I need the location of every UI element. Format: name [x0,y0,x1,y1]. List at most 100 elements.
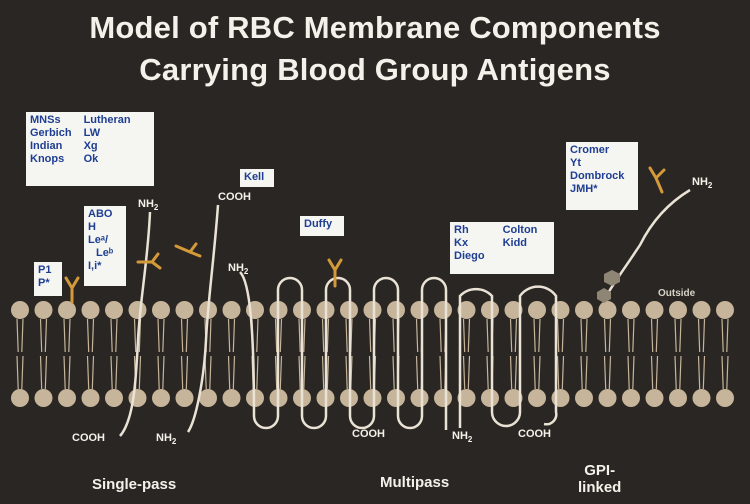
lipid-tail [209,355,212,390]
lipid-head-inner [528,389,546,407]
lipid-tail [514,355,518,390]
lipid-tail [345,355,348,390]
lipid-tail [39,355,43,390]
gpi-linked-protein [602,188,691,301]
category-single-pass: Single-pass [92,476,177,493]
lipid-tail [21,355,24,390]
lipid-tail [580,318,583,353]
cooh-terminus-label: COOH [518,428,551,440]
cooh-terminus-label: COOH [218,191,251,203]
lipid-tail [63,318,66,353]
lipid-tail [392,318,395,353]
lipid-tail [538,318,541,353]
antigen-label: Kell [244,171,265,183]
antigen-box-gpi-linked: Cromer Yt Dombrock JMH* [566,142,638,210]
lipid-tail [632,355,635,390]
lipid-bilayer [11,301,734,407]
lipid-tail [514,318,518,353]
antigen-label: Xg [83,140,98,152]
lipid-tail [162,318,165,353]
lipid-tail [298,318,301,353]
lipid-tail [256,318,259,353]
lipid-head-outer [11,301,29,319]
lipid-head-inner [222,389,241,407]
lipid-tail [91,318,95,353]
lipid-head-inner [622,389,640,407]
lipid-tail [650,318,654,353]
title-line-1: Model of RBC Membrane Components [89,10,661,45]
lipid-tail [556,355,560,390]
lipid-head-outer [645,301,664,319]
lipid-head-outer [105,301,123,319]
lipid-head-outer [551,301,570,319]
lipid-tail [702,318,706,353]
lipid-head-outer [222,301,241,319]
lipid-tail [68,355,71,390]
antigen-label: Colton [502,224,538,236]
lipid-tail [650,355,654,390]
lipid-head-inner [58,389,76,407]
lipid-head-inner [551,389,570,407]
lipid-head-inner [363,389,382,407]
lipid-tail [509,355,513,390]
lipid-tail [91,355,95,390]
lipid-tail [702,355,706,390]
lipid-tail [298,355,301,390]
lipid-tail [580,355,583,390]
lipid-head-outer [410,301,429,319]
lipid-tail [439,355,442,390]
lipid-tail [326,318,330,353]
carbohydrate-gpi [648,166,666,194]
lipid-tail [180,318,184,353]
lipid-head-inner [11,389,29,407]
single-pass-protein-2 [186,204,220,433]
lipid-tail [185,355,189,390]
lipid-tail [368,318,372,353]
lipid-tail [209,318,212,353]
antigen-box-kell: Kell [240,169,274,187]
lipid-head-outer [575,301,593,319]
lipid-tail [726,318,729,353]
antigen-label: JMH* [570,183,598,195]
antigen-label: LW [83,127,101,139]
title-line-2: Carrying Blood Group Antigens [139,52,611,87]
lipid-head-inner [105,389,123,407]
lipid-head-inner [457,389,476,407]
lipid-head-outer [457,301,476,319]
lipid-tail [232,318,236,353]
lipid-tail [368,355,372,390]
lipid-tail [185,318,189,353]
lipid-head-outer [504,301,523,319]
lipid-head-inner [175,389,194,407]
lipid-tail [439,318,442,353]
lipid-tail [274,318,278,353]
lipid-tail [538,355,541,390]
antigen-label: H [88,221,96,233]
antigen-label: Leᵇ [96,247,114,259]
lipid-tail [274,355,278,390]
lipid-tail [115,318,118,353]
lipid-tail [608,318,612,353]
antigen-label: Lutheran [83,114,131,126]
lipid-head-outer [692,301,711,319]
antigen-box-duffy: Duffy [300,216,344,236]
lipid-head-inner [692,389,711,407]
antigen-label: I,i* [88,260,102,272]
lipid-head-inner [152,389,170,407]
lipid-tail [632,318,635,353]
lipid-head-outer [622,301,640,319]
lipid-tail [345,318,348,353]
antigen-label: Duffy [304,218,333,230]
lipid-tail [486,318,489,353]
carbohydrate-duffy [327,258,343,288]
lipid-tail [303,355,306,390]
carbohydrate-abo-1 [136,252,162,270]
antigen-box-abo: ABO H Leᵃ/ Leᵇ I,i* [84,206,126,286]
lipid-tail [721,318,724,353]
nh2-terminus-label: NH2 [156,432,177,447]
lipid-tail [679,355,682,390]
lipid-head-inner [645,389,664,407]
antigen-label: P1 [38,264,52,276]
lipid-head-inner [716,389,734,407]
category-gpi-line-2: linked [578,479,622,496]
